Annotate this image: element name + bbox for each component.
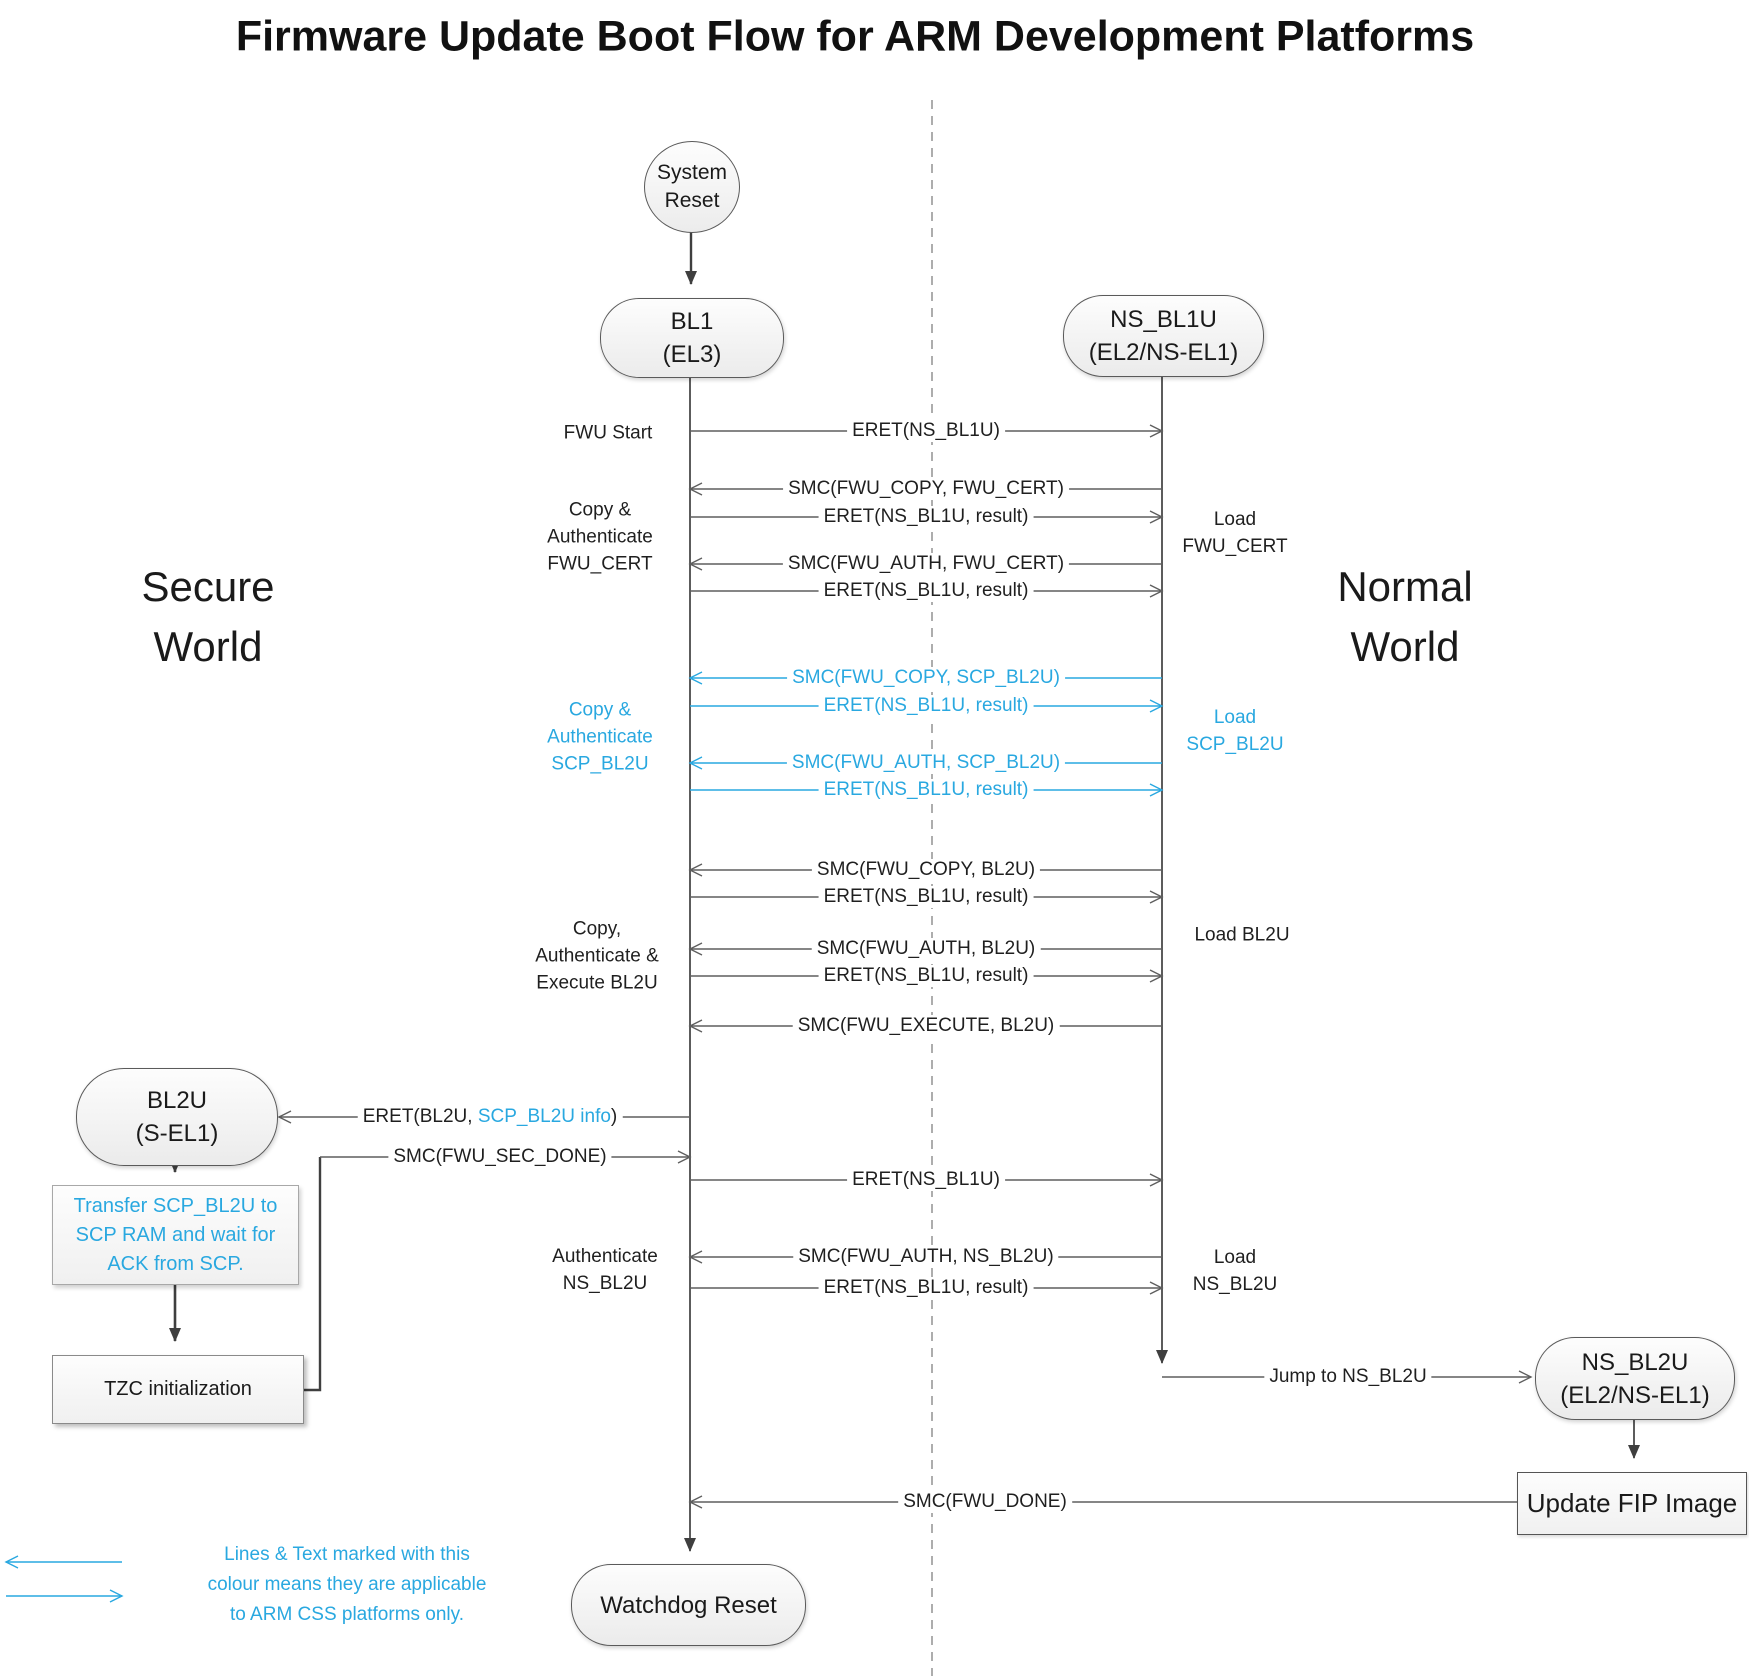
page-title: Firmware Update Boot Flow for ARM Develo…: [235, 12, 1475, 61]
message-label-4: ERET(NS_BL1U, result): [818, 580, 1034, 602]
message-label-14-part-black1: ERET(BL2U,: [362, 1106, 478, 1127]
annotation-fwu-start: FWU Start: [563, 422, 653, 444]
message-label-12: ERET(NS_BL1U, result): [818, 965, 1034, 987]
message-label-0: ERET(NS_BL1U): [847, 420, 1005, 442]
annotation-copy-auth-fwu-cert: Copy & Authenticate FWU_CERT: [547, 499, 653, 575]
message-label-1: SMC(FWU_COPY, FWU_CERT): [783, 478, 1069, 500]
ns-bl1u-node: NS_BL1U (EL2/NS-EL1): [1063, 295, 1264, 377]
annotation-load-ns-bl2u: Load NS_BL2U: [1192, 1247, 1278, 1295]
message-label-11: SMC(FWU_AUTH, BL2U): [811, 938, 1041, 960]
message-label-6: ERET(NS_BL1U, result): [818, 695, 1034, 717]
message-label-14-part-black2: ): [610, 1106, 618, 1127]
message-label-3: SMC(FWU_AUTH, FWU_CERT): [782, 553, 1070, 575]
message-label-14-part-blue: SCP_BL2U info: [477, 1106, 611, 1127]
normal-world-label: Normal World: [1337, 563, 1473, 670]
message-label-7: SMC(FWU_AUTH, SCP_BL2U): [786, 752, 1066, 774]
message-label-14: ERET(BL2U, SCP_BL2U info): [357, 1106, 623, 1128]
annotation-load-fwu-cert: Load FWU_CERT: [1182, 509, 1288, 557]
system-reset-node: System Reset: [644, 141, 740, 233]
update-fip-image-node: Update FIP Image: [1517, 1472, 1747, 1535]
annotation-copy-auth-exec-bl2u: Copy, Authenticate & Execute BL2U: [535, 918, 659, 994]
message-label-20: SMC(FWU_DONE): [898, 1491, 1072, 1513]
message-label-2: ERET(NS_BL1U, result): [818, 506, 1034, 528]
bl2u-node: BL2U (S-EL1): [76, 1068, 278, 1166]
message-label-15: SMC(FWU_SEC_DONE): [388, 1146, 612, 1168]
annotation-load-bl2u: Load BL2U: [1194, 924, 1290, 946]
message-label-17: SMC(FWU_AUTH, NS_BL2U): [793, 1246, 1059, 1268]
tzc-initialization-node: TZC initialization: [52, 1355, 304, 1424]
secure-world-label: Secure World: [141, 563, 275, 670]
message-label-19: Jump to NS_BL2U: [1264, 1366, 1432, 1388]
message-label-10: ERET(NS_BL1U, result): [818, 886, 1034, 908]
annotation-copy-auth-scp-bl2u: Copy & Authenticate SCP_BL2U: [547, 699, 653, 775]
message-label-13: SMC(FWU_EXECUTE, BL2U): [792, 1015, 1060, 1037]
transfer-scp-bl2u-node: Transfer SCP_BL2U to SCP RAM and wait fo…: [52, 1185, 299, 1285]
ns-bl2u-node: NS_BL2U (EL2/NS-EL1): [1535, 1337, 1735, 1420]
message-label-18: ERET(NS_BL1U, result): [818, 1277, 1034, 1299]
watchdog-reset-node: Watchdog Reset: [571, 1564, 806, 1646]
message-label-5: SMC(FWU_COPY, SCP_BL2U): [787, 667, 1065, 689]
message-label-8: ERET(NS_BL1U, result): [818, 779, 1034, 801]
tzc-elbow-connector: [303, 1157, 322, 1392]
annotation-authenticate-ns-bl2u: Authenticate NS_BL2U: [552, 1246, 658, 1294]
bl1-node: BL1 (EL3): [600, 298, 784, 378]
message-label-16: ERET(NS_BL1U): [847, 1169, 1005, 1191]
legend-text: Lines & Text marked with this colour mea…: [207, 1544, 487, 1625]
message-label-9: SMC(FWU_COPY, BL2U): [811, 859, 1041, 881]
annotation-load-scp-bl2u: Load SCP_BL2U: [1186, 707, 1284, 755]
